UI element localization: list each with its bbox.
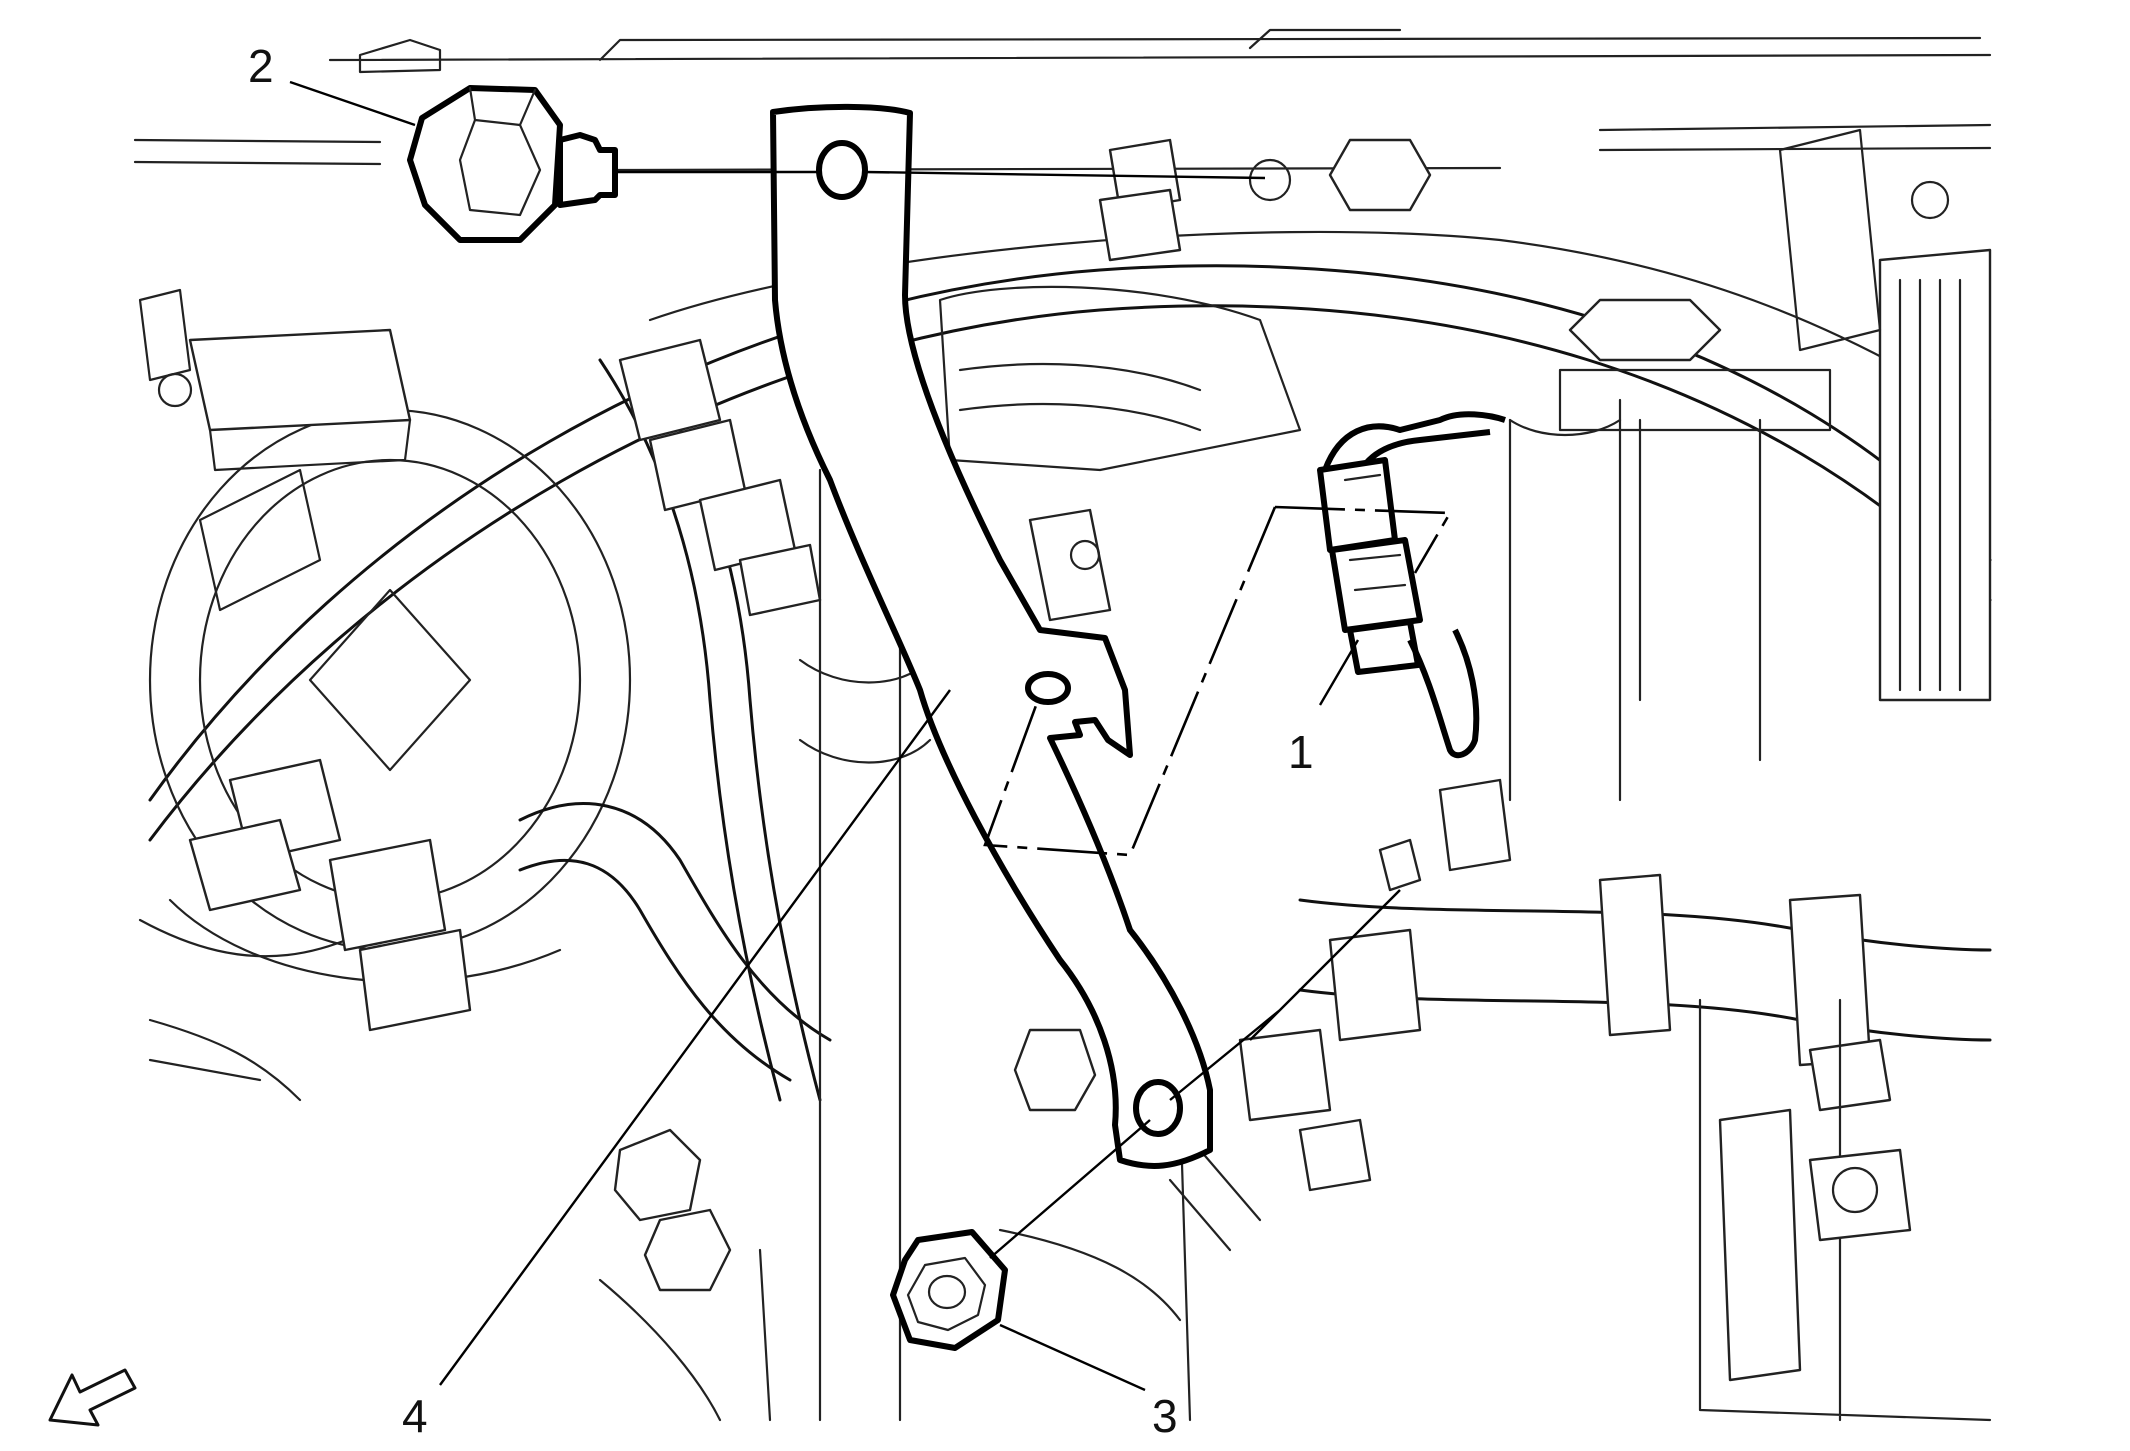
bracket-lower-hole bbox=[1133, 1079, 1183, 1137]
callout-2: 2 bbox=[248, 40, 274, 92]
forward-arrow-icon bbox=[48, 1368, 137, 1427]
callout-1: 1 bbox=[1288, 726, 1314, 778]
callout-2-leader bbox=[289, 80, 416, 127]
callout-3-leader bbox=[999, 1323, 1146, 1392]
engine-background-artwork bbox=[133, 28, 1992, 1422]
callout-3: 3 bbox=[1152, 1390, 1178, 1442]
bolt bbox=[407, 85, 618, 243]
callout-4: 4 bbox=[402, 1390, 428, 1442]
callout-4-leader bbox=[439, 689, 951, 1386]
bracket bbox=[770, 103, 1213, 1169]
nut-install-path bbox=[989, 889, 1401, 1259]
bracket-middle-hole bbox=[1025, 671, 1071, 705]
connector-clip-path bbox=[983, 505, 1453, 857]
nut bbox=[890, 1229, 1008, 1351]
callout-1-leader bbox=[1318, 639, 1360, 706]
harness-connector bbox=[1317, 411, 1506, 759]
bracket-upper-hole bbox=[816, 140, 868, 200]
bolt-install-path bbox=[615, 170, 1266, 180]
